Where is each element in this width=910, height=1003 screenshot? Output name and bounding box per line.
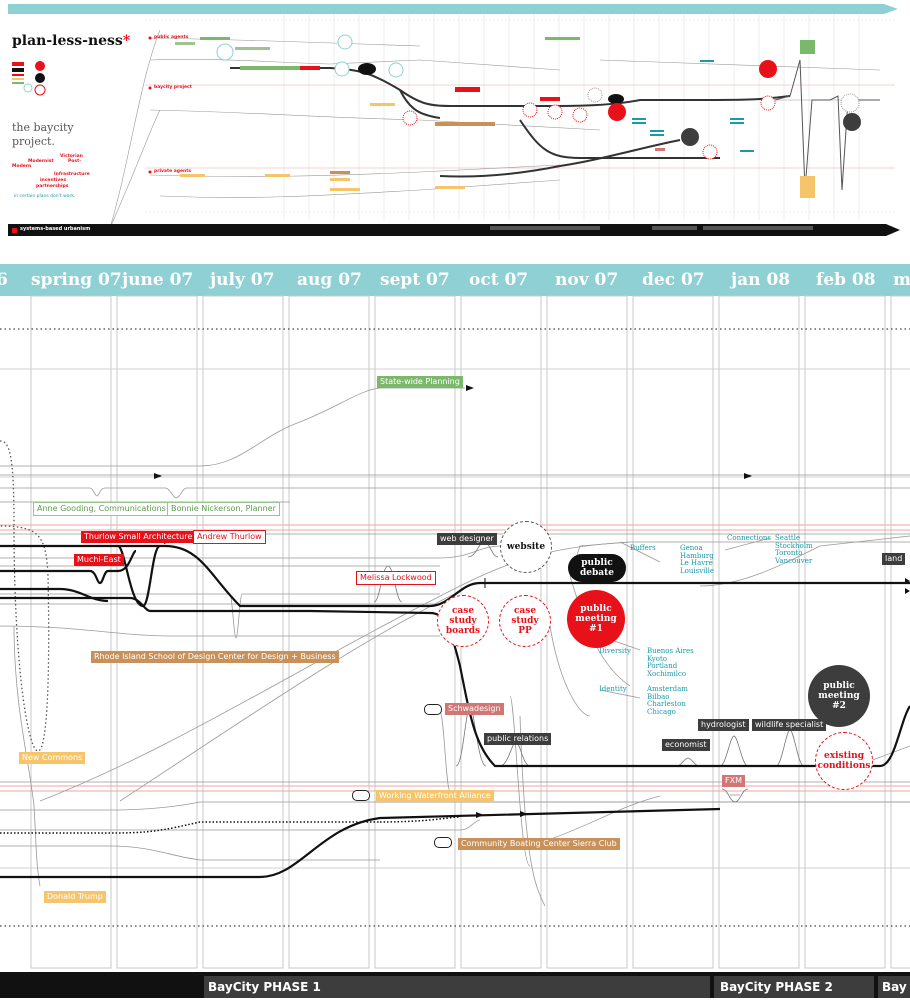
overview-word-modern: Modern: [12, 164, 32, 169]
circle-public-meeting-1-text: public meeting #1: [575, 604, 617, 634]
overview-lane-public: public agents: [154, 35, 189, 40]
overview-subtitle-2: project.: [12, 135, 55, 148]
label-statewide-planning: State-wide Planning: [377, 376, 463, 388]
overview-title: plan-less-ness*: [12, 33, 130, 49]
cities-diversity-title: Diversity: [599, 647, 631, 655]
month-label-7: nov 07: [555, 270, 619, 290]
overview-title-text: plan-less-ness: [12, 33, 123, 49]
connector-pill-community-boating: [434, 837, 452, 848]
overview-word-incentives: incentives: [40, 178, 67, 183]
month-label-11: m: [893, 270, 910, 290]
circle-existing-conditions: existing conditions: [815, 732, 873, 790]
label-wildlife-specialist: wildlife specialist: [752, 719, 827, 731]
overview-lane-project: baycity project: [154, 85, 192, 90]
label-economist: economist: [662, 739, 710, 751]
cities-identity-title: Identity: [599, 685, 627, 693]
label-bonnie-nickerson: Bonnie Nickerson, Planner: [167, 502, 280, 516]
overview-title-asterisk: *: [122, 33, 131, 49]
circle-case-study-boards-text: case study boards: [445, 606, 481, 636]
label-anne-gooding: Anne Gooding, Communications: [33, 502, 170, 516]
label-schwadesign: Schwadesign: [445, 703, 504, 715]
overview-word-partnerships: partnerships: [36, 184, 69, 189]
circle-case-study-pp-text: case study PP: [511, 606, 539, 636]
phase-2-label: BayCity PHASE 2: [720, 980, 833, 994]
overview-subtitle-1: the baycity: [12, 121, 74, 134]
circle-public-meeting-1: public meeting #1: [567, 590, 625, 648]
cities-connections-title: Connections: [727, 534, 772, 542]
circle-website: website: [500, 521, 552, 573]
label-donald-trump: Donald Trump: [44, 891, 106, 903]
overview-lane-private: private agents: [154, 169, 192, 174]
label-melissa-lockwood: Melissa Lockwood: [356, 571, 436, 585]
label-web-designer: web designer: [437, 533, 497, 545]
month-label-8: dec 07: [642, 270, 705, 290]
circle-public-meeting-2: public meeting #2: [808, 665, 870, 727]
label-working-waterfront: Working Waterfront Alliance: [376, 790, 494, 802]
label-public-relations: public relations: [484, 733, 552, 745]
month-label-2: june 07: [122, 270, 194, 290]
overview-word-modernist: Modernist: [28, 159, 54, 164]
circle-public-meeting-2-text: public meeting #2: [818, 681, 860, 711]
circle-existing-conditions-text: existing conditions: [817, 751, 871, 771]
circle-case-study-pp: case study PP: [499, 595, 551, 647]
cities-connections-list: Seattle Stockholm Toronto Vancouver: [775, 534, 813, 565]
label-hydrologist: hydrologist: [698, 719, 749, 731]
badge-public-debate: public debate: [568, 554, 626, 582]
month-label-6: oct 07: [469, 270, 529, 290]
badge-public-debate-text: public debate: [579, 558, 615, 578]
label-land: land: [882, 553, 906, 565]
month-label-5: sept 07: [380, 270, 450, 290]
cities-buffers-list: Genoa Hamburg Le Havre Louisville: [680, 544, 715, 575]
overview-footer: systems-based urbanism: [20, 226, 91, 232]
connector-pill-schwadesign: [424, 704, 442, 715]
phase-3-label: Bay: [882, 980, 907, 994]
month-label-3: july 07: [210, 270, 275, 290]
detail-diagram: [0, 264, 910, 998]
month-label-0: 6: [0, 270, 8, 290]
month-label-10: feb 08: [816, 270, 876, 290]
label-community-boating: Community Boating Center Sierra Club: [458, 838, 620, 850]
overview-diagram: [8, 4, 900, 236]
label-thurlow-small-architecture: Thurlow Small Architecture: [81, 531, 196, 543]
label-muchi-east: Muchi-East: [74, 554, 124, 566]
month-label-4: aug 07: [297, 270, 362, 290]
month-label-1: spring 07: [31, 270, 122, 290]
phase-1-label: BayCity PHASE 1: [208, 980, 321, 994]
circle-website-text: website: [506, 542, 546, 552]
cities-diversity-list: Buenos Aires Kyoto Portland Xochimilco: [647, 647, 694, 678]
label-risd: Rhode Island School of Design Center for…: [91, 651, 339, 663]
label-andrew-thurlow: Andrew Thurlow: [193, 530, 266, 544]
overview-tagline: in certain plans don't work.: [14, 194, 76, 199]
month-label-9: jan 08: [731, 270, 791, 290]
overview-word-victorian: Victorian: [60, 154, 83, 159]
overview-panel: plan-less-ness* the baycity project. Vic…: [0, 0, 910, 246]
circle-case-study-boards: case study boards: [437, 595, 489, 647]
overview-word-post: Post-: [68, 159, 82, 164]
cities-identity-list: Amsterdam Bilbao Charleston Chicago: [647, 685, 688, 716]
connector-pill-working-waterfront: [352, 790, 370, 801]
label-fxm: FXM: [722, 775, 745, 787]
overview-word-infrastructure: Infrastructure: [54, 172, 90, 177]
label-new-commons: New Commons: [19, 752, 86, 764]
detail-panel: 6 spring 07 june 07 july 07 aug 07 sept …: [0, 246, 910, 1003]
cities-buffers-title: Buffers: [630, 544, 656, 552]
